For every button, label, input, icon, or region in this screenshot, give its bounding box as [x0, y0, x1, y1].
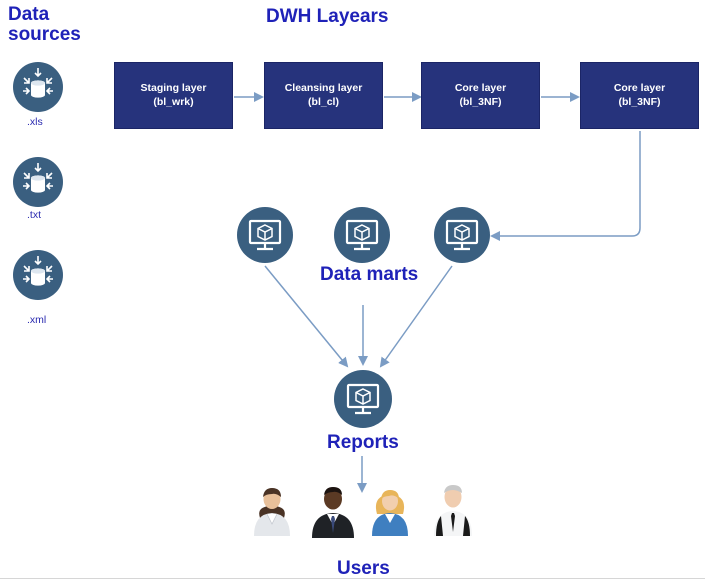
layer-code: (bl_3NF)	[618, 95, 661, 108]
data-mart-1-monitor-cube-icon	[237, 207, 293, 263]
data-sources-heading: Data sources	[8, 5, 81, 45]
layer-name: Core layer	[613, 82, 666, 95]
woman-user-icon	[372, 490, 408, 536]
dwh-layers-heading: DWH Layears	[266, 6, 389, 27]
data-mart-3-monitor-cube-icon	[434, 207, 490, 263]
layer-cleansing: Cleansing layer (bl_cl)	[264, 62, 383, 129]
businessman-icon	[312, 487, 354, 538]
arrow-mart1-to-reports	[264, 265, 349, 368]
source-label-xls: .xls	[27, 116, 43, 128]
layer-name: Core layer	[454, 82, 507, 95]
bottom-divider	[0, 578, 705, 579]
man-user-icon	[434, 485, 472, 536]
data-marts-heading: Data marts	[320, 264, 419, 285]
businesswoman-icon	[254, 488, 290, 536]
source-label-xml: .xml	[27, 314, 47, 326]
layer-core-2: Core layer (bl_3NF)	[580, 62, 699, 129]
source-xml-database-ingest-icon	[13, 250, 63, 300]
layer-staging: Staging layer (bl_wrk)	[114, 62, 233, 129]
data-mart-2-monitor-cube-icon	[334, 207, 390, 263]
layer-name: Staging layer	[140, 82, 207, 95]
users-heading: Users	[337, 558, 390, 579]
layer-code: (bl_3NF)	[459, 95, 502, 108]
layer-core-1: Core layer (bl_3NF)	[421, 62, 540, 129]
source-label-txt: .txt	[27, 209, 42, 221]
arrow-mart3-to-reports	[379, 265, 453, 368]
layer-code: (bl_cl)	[308, 95, 339, 108]
reports-monitor-cube-icon	[334, 370, 392, 428]
data-sources-heading-line2: sources	[8, 23, 81, 45]
reports-heading: Reports	[327, 432, 399, 453]
data-sources-heading-line1: Data	[8, 4, 50, 25]
layer-name: Cleansing layer	[284, 82, 363, 95]
source-xls-database-ingest-icon	[13, 62, 63, 112]
arrow-core-to-data-mart	[490, 131, 641, 241]
source-txt-database-ingest-icon	[13, 157, 63, 207]
layer-code: (bl_wrk)	[153, 95, 194, 108]
